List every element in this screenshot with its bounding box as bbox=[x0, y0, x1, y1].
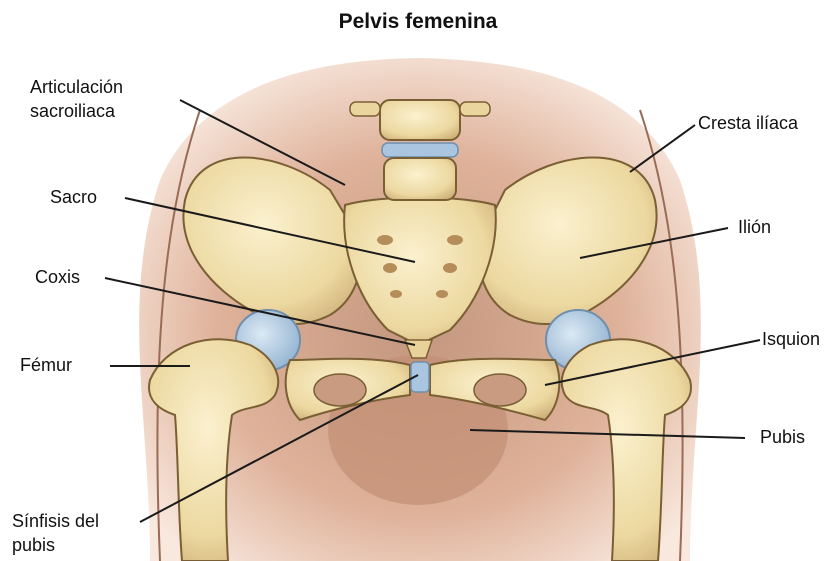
diagram-title: Pelvis femenina bbox=[0, 10, 836, 34]
label-articulacion-line1: Articulación bbox=[30, 76, 123, 98]
label-sacro: Sacro bbox=[50, 186, 97, 208]
label-cresta-iliaca: Cresta ilíaca bbox=[698, 112, 798, 134]
label-femur: Fémur bbox=[20, 354, 72, 376]
label-sinfisis-line1: Sínfisis del bbox=[12, 510, 99, 532]
label-sinfisis-line2: pubis bbox=[12, 534, 55, 556]
label-coxis: Coxis bbox=[35, 266, 80, 288]
obturator-left bbox=[314, 374, 366, 406]
obturator-right bbox=[474, 374, 526, 406]
label-pubis: Pubis bbox=[760, 426, 805, 448]
label-articulacion-line2: sacroiliaca bbox=[30, 100, 115, 122]
label-isquion: Isquion bbox=[762, 328, 820, 350]
label-ilion: Ilión bbox=[738, 216, 771, 238]
